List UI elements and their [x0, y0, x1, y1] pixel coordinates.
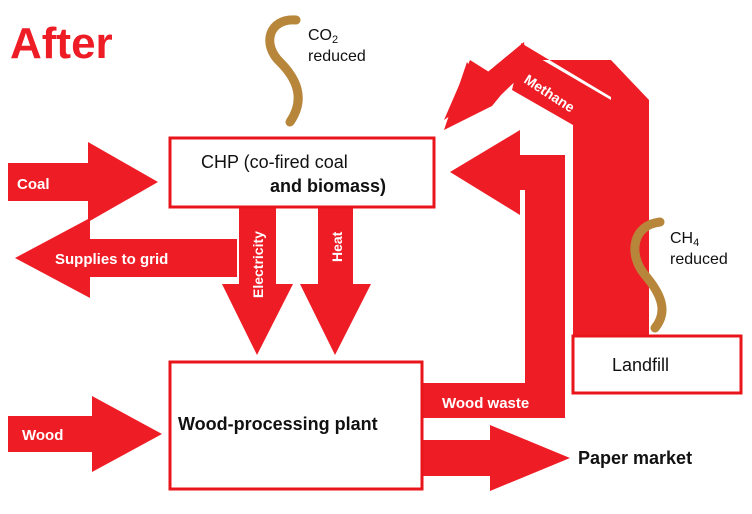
paper-market-arrow: [420, 425, 570, 491]
wood-waste-label: Wood waste: [442, 395, 529, 412]
electricity-arrow: [222, 207, 293, 355]
paper-market-label: Paper market: [578, 448, 692, 468]
coal-arrow: [8, 142, 158, 222]
wood-label: Wood: [22, 427, 63, 444]
chp-label-line1: CHP (co-fired coal: [201, 152, 348, 172]
landfill-box: [571, 334, 743, 395]
chp-box: [168, 136, 436, 209]
wood-processing-plant-box: [168, 360, 424, 491]
heat-label: Heat: [329, 231, 345, 262]
methane-arrow-body: [512, 48, 611, 336]
electricity-label: Electricity: [250, 231, 266, 298]
ch4-note: reduced: [670, 251, 728, 268]
supplies-to-grid-label: Supplies to grid: [55, 251, 168, 268]
co2-squiggle-icon: [265, 15, 303, 127]
wood-processing-plant-label: Wood-processing plant: [178, 414, 378, 434]
co2-label: CO2: [308, 27, 338, 46]
ch4-label: CH4: [670, 230, 699, 249]
coal-label: Coal: [17, 176, 50, 193]
chp-label-line2: and biomass): [270, 176, 386, 196]
wood-arrow: [8, 396, 162, 472]
heat-arrow: [300, 207, 371, 355]
supplies-to-grid-arrow: [15, 218, 237, 298]
methane-arrow-head: [444, 42, 527, 130]
diagram-title: After: [10, 19, 113, 68]
ch4-squiggle-icon: [630, 217, 667, 333]
methane-arrow: [444, 43, 649, 336]
co2-note: reduced: [308, 48, 366, 65]
wood-waste-arrow: [420, 130, 565, 418]
landfill-label: Landfill: [612, 355, 669, 375]
